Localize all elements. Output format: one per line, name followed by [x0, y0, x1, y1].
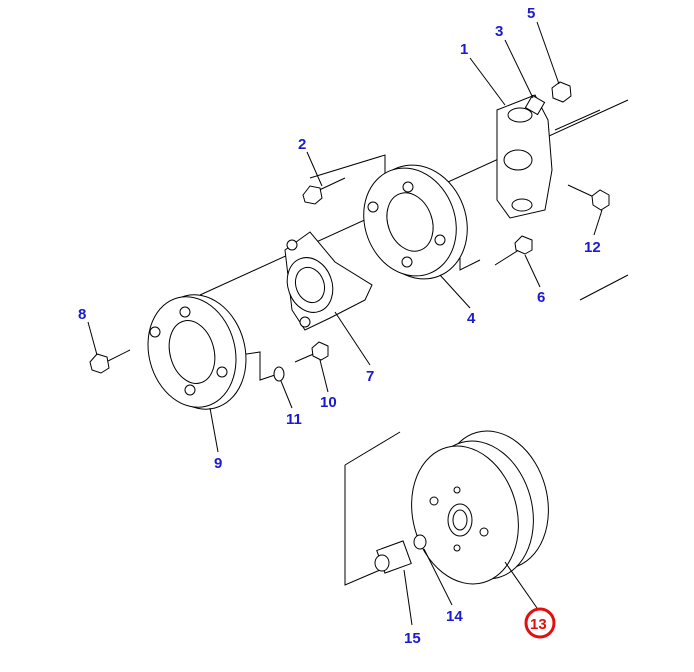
part-3-plate [524, 94, 546, 116]
callout-5[interactable]: 5 [527, 5, 535, 22]
callout-7[interactable]: 7 [366, 368, 374, 385]
part-1-bracket [496, 94, 553, 219]
callout-15[interactable]: 15 [404, 630, 421, 647]
callout-1[interactable]: 1 [460, 41, 468, 58]
callout-6[interactable]: 6 [537, 289, 545, 306]
selected-callout-circle [524, 607, 556, 639]
callout-11[interactable]: 11 [286, 411, 302, 428]
callout-leaders [87, 21, 603, 626]
part-15-nut [374, 540, 412, 574]
part-13-hub [411, 430, 549, 585]
part-7-flange [284, 231, 373, 331]
callout-2[interactable]: 2 [298, 136, 306, 153]
part-14-washer [413, 534, 427, 550]
callout-8[interactable]: 8 [78, 306, 86, 323]
callout-13[interactable]: 13 [530, 616, 547, 633]
part-6-bolt [494, 235, 533, 266]
part-2-bolt [302, 177, 346, 205]
part-11-washer [273, 366, 285, 382]
part-5-nut [551, 81, 572, 103]
callout-9[interactable]: 9 [214, 455, 222, 472]
part-9-adapter-plate [147, 294, 247, 410]
part-10-bolt [294, 341, 329, 363]
part-8-bolt [89, 349, 131, 374]
part-4-adapter-plate [363, 164, 468, 280]
callout-10[interactable]: 10 [320, 394, 337, 411]
callout-12[interactable]: 12 [584, 239, 601, 256]
callout-4[interactable]: 4 [467, 310, 476, 327]
part-12-bolt [567, 184, 610, 211]
callout-3[interactable]: 3 [495, 23, 503, 40]
callout-14[interactable]: 14 [446, 608, 463, 625]
